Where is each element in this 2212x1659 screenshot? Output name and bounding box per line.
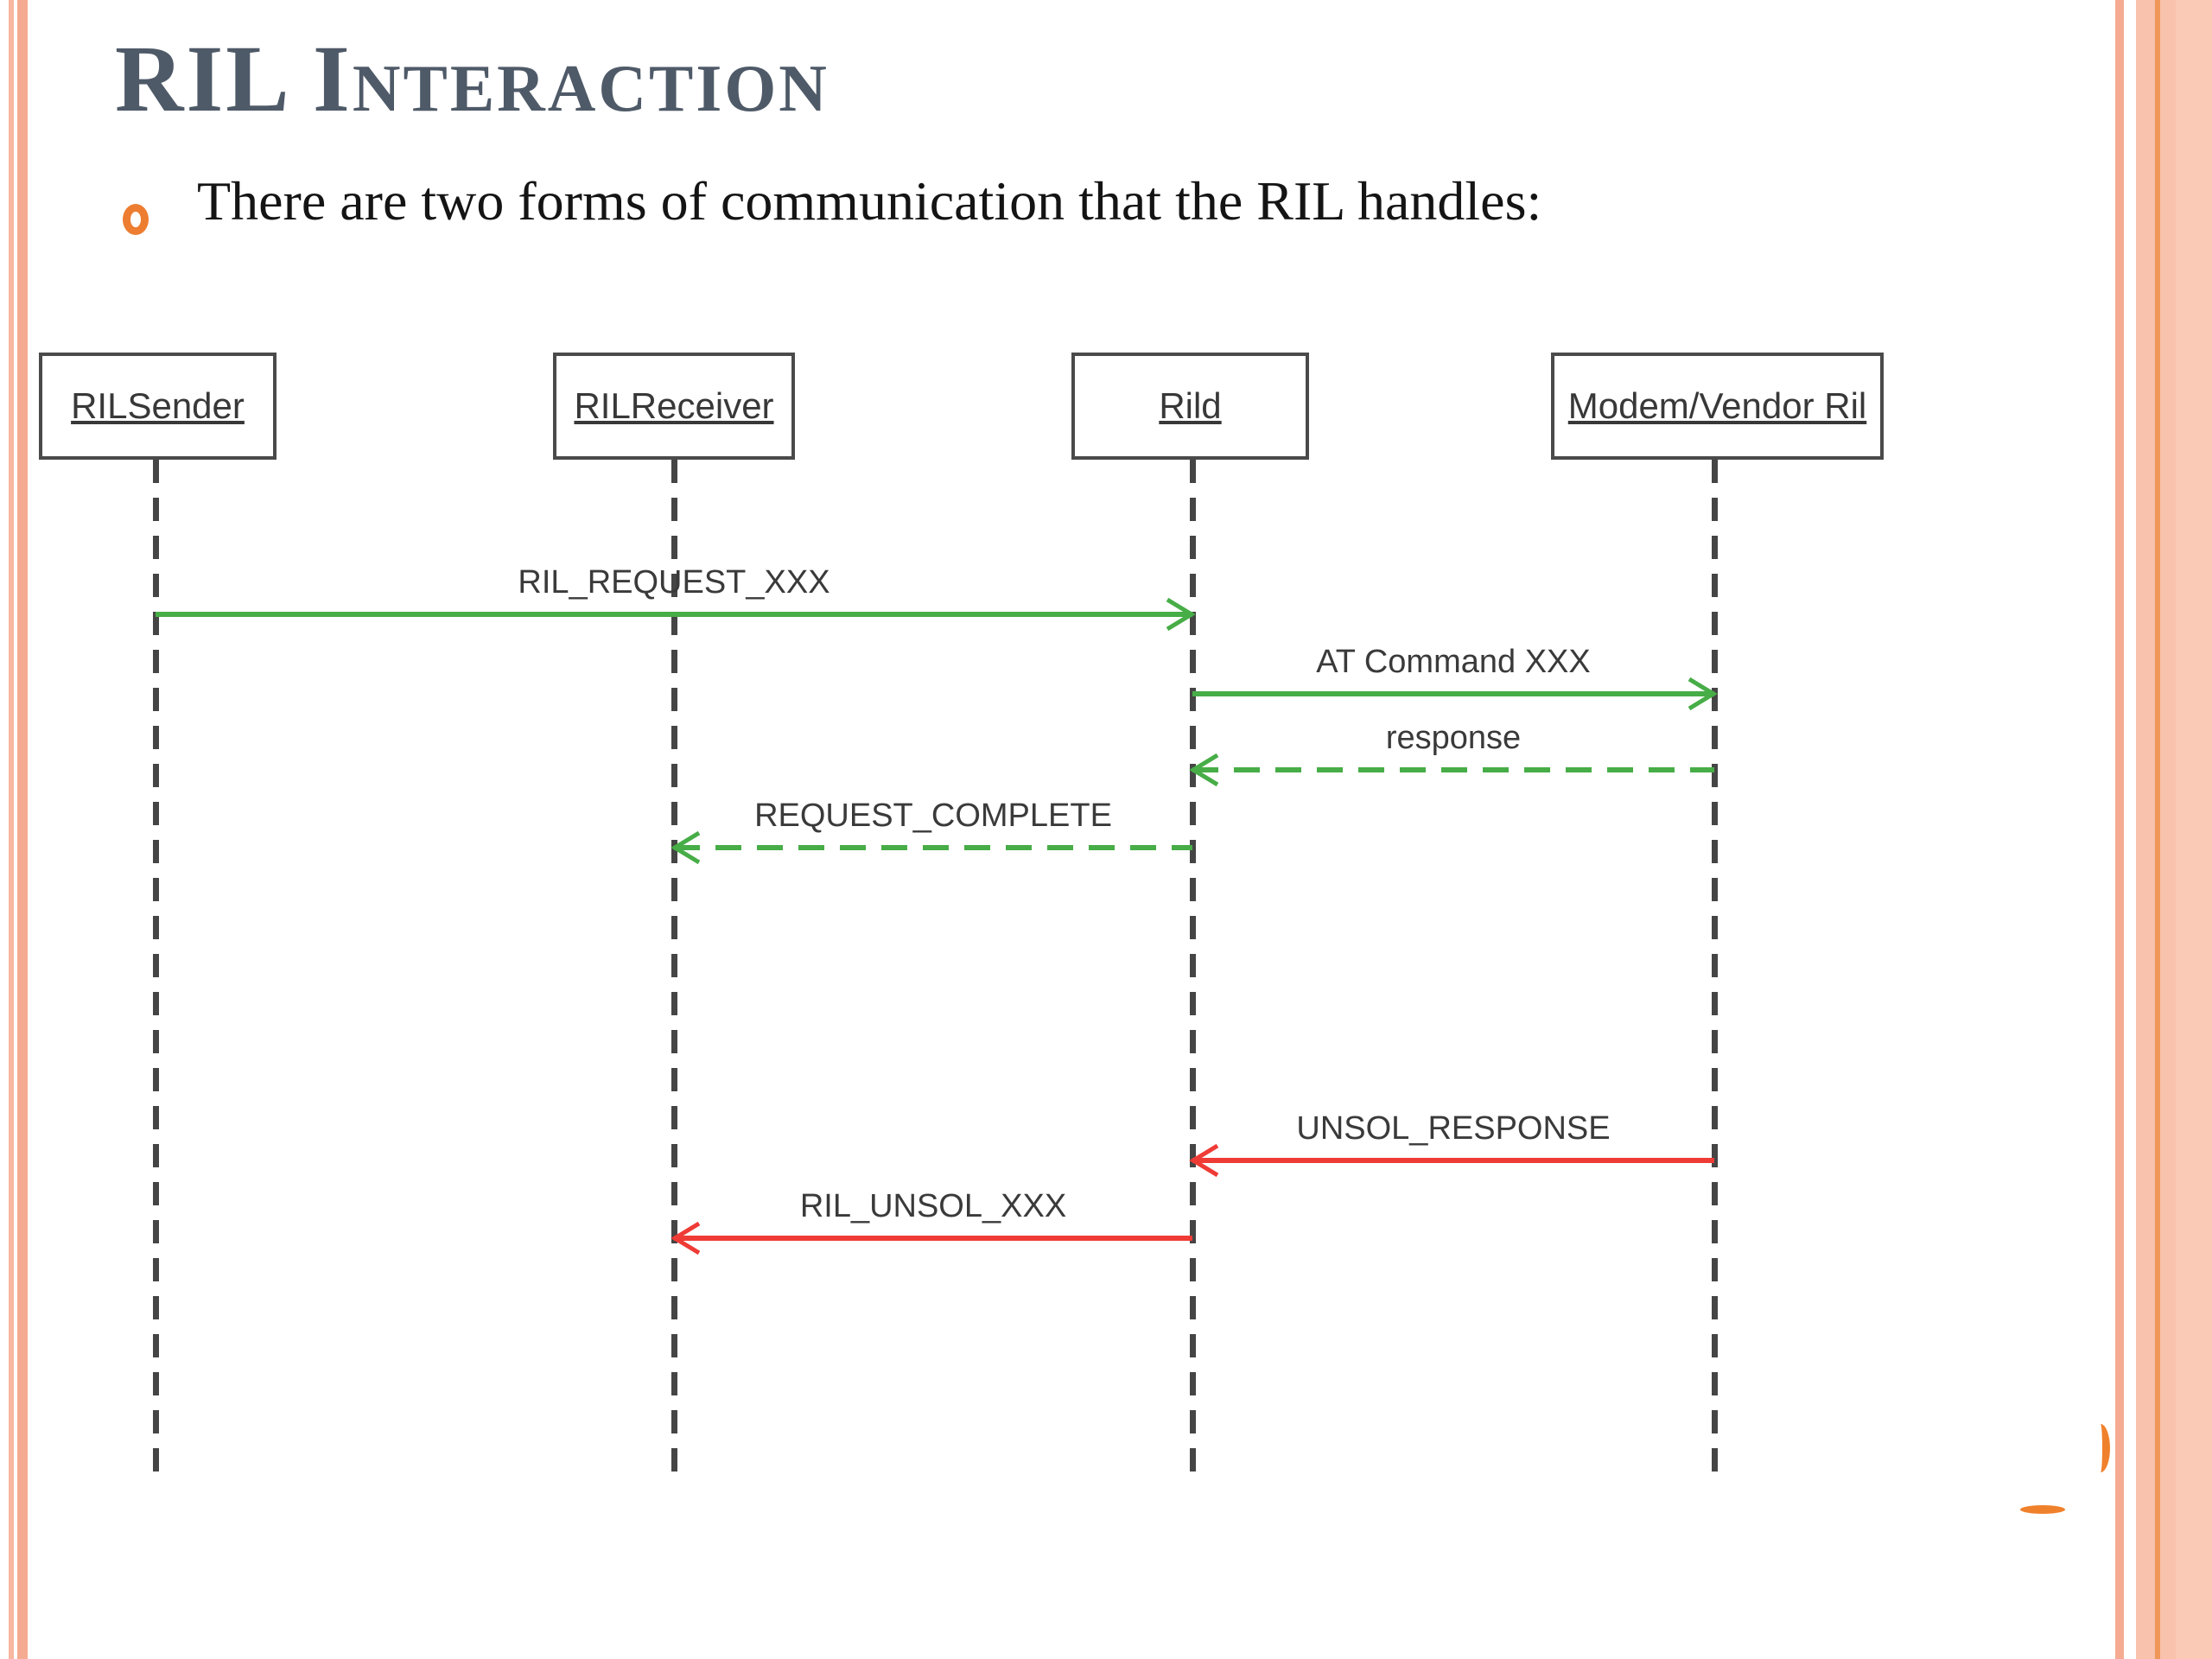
message-label: RIL_REQUEST_XXX (518, 564, 830, 601)
arrowhead-left-icon (1188, 1141, 1228, 1180)
actor-label: Modem/Vendor Ril (1567, 385, 1867, 426)
right-border-band (2136, 0, 2212, 1659)
arrow-line (156, 612, 1192, 617)
arrow-line (674, 1236, 1192, 1241)
message-at-command: AT Command XXX (1192, 644, 1718, 711)
message-label: RIL_UNSOL_XXX (799, 1188, 1067, 1224)
arrow-line (1192, 1158, 1714, 1163)
left-border-stripe-thin (9, 0, 14, 1659)
left-border-stripe-wide (17, 0, 28, 1659)
message-label: AT Command XXX (1316, 644, 1591, 680)
message-label: REQUEST_COMPLETE (754, 798, 1112, 834)
arrow-line (1192, 691, 1714, 696)
message-response: response (1189, 720, 1714, 787)
bullet-ring-icon (123, 204, 149, 235)
actor-box-rilsender: RILSender (39, 353, 276, 460)
decorative-arc-mark (2091, 1424, 2110, 1472)
arrow-line (1192, 767, 1714, 772)
message-label: UNSOL_RESPONSE (1296, 1110, 1611, 1147)
actor-label: RILReceiver (574, 385, 774, 426)
arrow-line (674, 845, 1192, 850)
bullet-text: There are two forms of communication tha… (197, 170, 1542, 232)
actor-box-modem-vendor-ril: Modem/Vendor Ril (1551, 353, 1884, 460)
lifeline-modem (1712, 460, 1718, 1484)
arrowhead-left-icon (670, 1218, 709, 1258)
actor-box-rilreceiver: RILReceiver (553, 353, 795, 460)
lifeline-rilreceiver (671, 460, 677, 1484)
lifeline-rilsender (153, 460, 159, 1484)
right-border-stripe-thin (2115, 0, 2124, 1659)
message-request-complete: REQUEST_COMPLETE (671, 798, 1192, 865)
actor-label: Rild (1159, 385, 1222, 426)
message-ril-unsol: RIL_UNSOL_XXX (671, 1188, 1192, 1255)
message-label: response (1385, 720, 1522, 756)
arrowhead-left-icon (1188, 750, 1228, 790)
message-ril-request: RIL_REQUEST_XXX (156, 564, 1196, 632)
arrowhead-right-icon (1157, 594, 1197, 634)
message-unsol-response: UNSOL_RESPONSE (1189, 1110, 1714, 1178)
actor-box-rild: Rild (1071, 353, 1309, 460)
arrowhead-left-icon (670, 828, 709, 868)
lifeline-rild (1190, 460, 1196, 1484)
actor-label: RILSender (71, 385, 245, 426)
page-title: RIL Interaction (115, 26, 830, 131)
decorative-dash-mark (2020, 1505, 2065, 1514)
arrowhead-right-icon (1679, 674, 1719, 714)
